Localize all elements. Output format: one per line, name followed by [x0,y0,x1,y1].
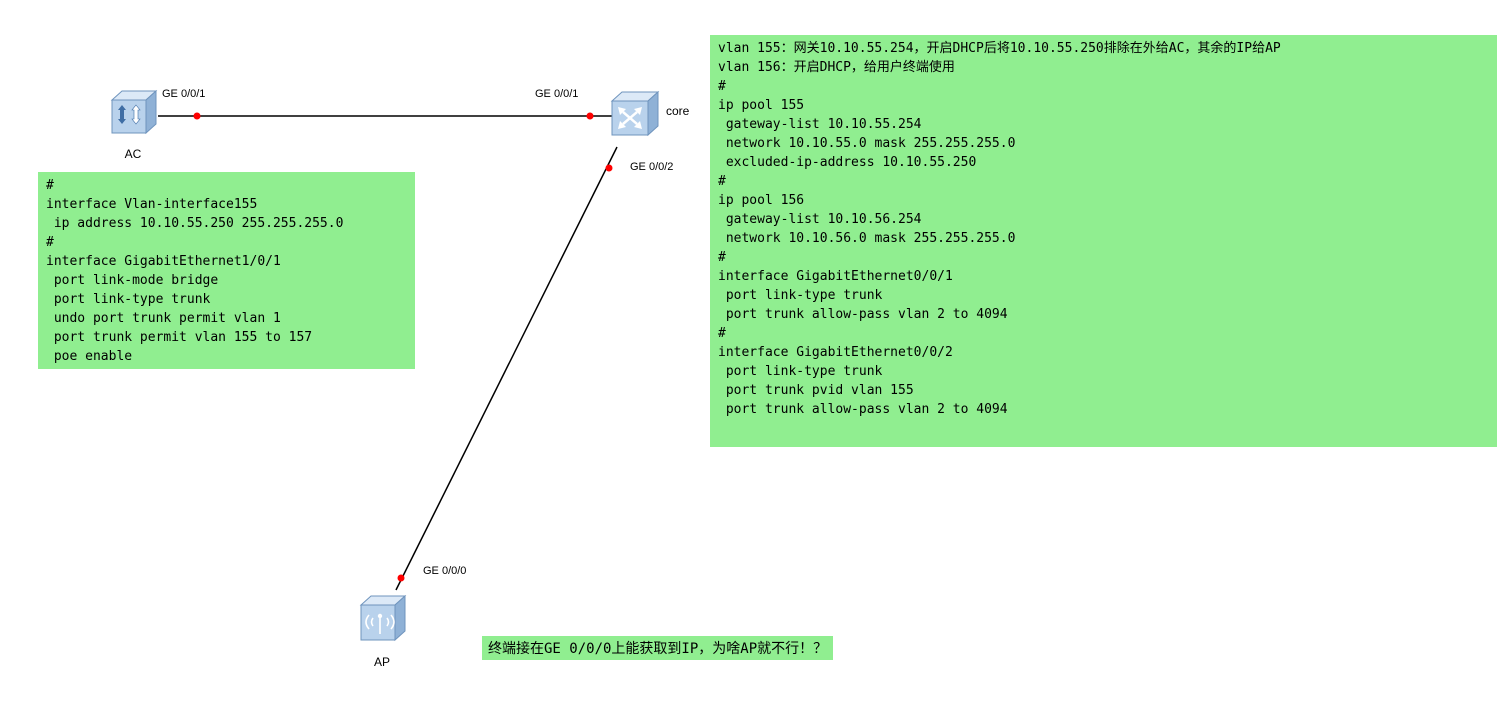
device-core-label: core [666,104,690,118]
port-label-ap-ge-0-0-0: GE 0/0/0 [423,565,467,577]
core-switch-icon [610,90,660,137]
device-ap[interactable]: AP [356,590,408,669]
ac-device-icon [110,89,158,135]
port-label-ac-ge-0-0-1: GE 0/0/1 [162,88,206,100]
link-endpoint-dot [605,164,613,172]
device-ac-label: AC [124,147,142,161]
ap-device-icon [359,594,407,642]
device-ac[interactable]: AC [106,86,160,161]
link-endpoint-dot [193,112,201,120]
link-core-ap[interactable] [395,146,618,591]
device-ap-label: AP [373,655,390,669]
device-core[interactable] [606,88,662,145]
port-label-core-ge-0-0-2: GE 0/0/2 [630,161,674,173]
note-ac-config[interactable]: # interface Vlan-interface155 ip address… [38,172,415,369]
link-endpoint-dot [586,112,594,120]
port-label-core-ge-0-0-1: GE 0/0/1 [535,88,579,100]
note-core-dhcp-config[interactable]: vlan 155：网关10.10.55.254，开启DHCP后将10.10.55… [710,35,1497,447]
note-question[interactable]: 终端接在GE 0/0/0上能获取到IP，为啥AP就不行！？ [482,636,834,660]
link-endpoint-dot [397,574,405,582]
